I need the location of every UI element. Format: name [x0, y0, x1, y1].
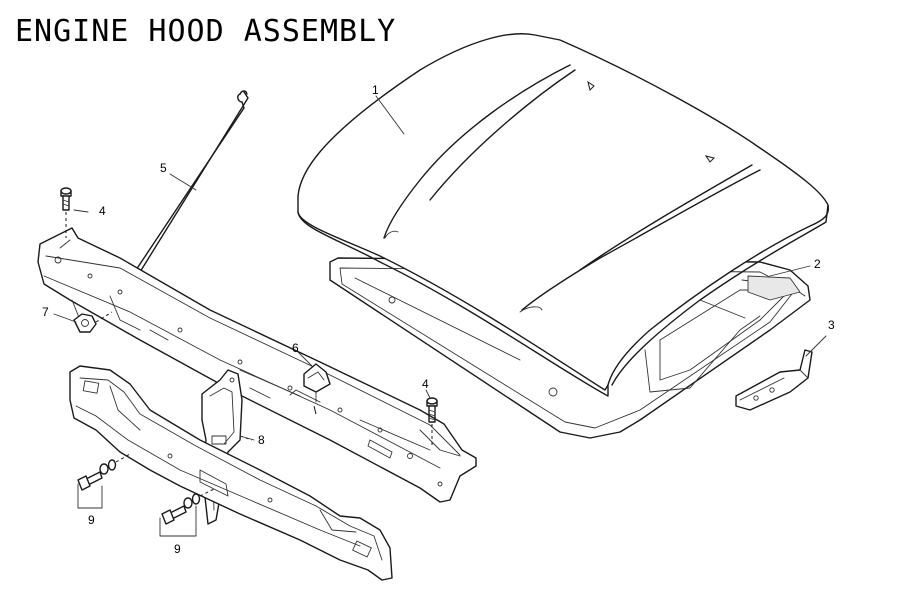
callout-9a: 9 — [88, 513, 95, 527]
lower-crossmember-icon — [69, 365, 393, 581]
upper-crossmember-icon — [37, 227, 477, 503]
leader-lines — [53, 95, 827, 441]
hood-hinge-bracket-icon — [735, 349, 813, 411]
callout-4a: 4 — [99, 204, 106, 218]
nut-icon — [73, 311, 113, 333]
callout-3: 3 — [828, 318, 835, 332]
diagram-title: ENGINE HOOD ASSEMBLY — [15, 14, 397, 49]
callout-8: 8 — [258, 433, 265, 447]
callout-5: 5 — [160, 161, 167, 175]
callout-2: 2 — [814, 257, 821, 271]
hood-latch-clip-icon — [303, 363, 331, 415]
callout-7: 7 — [42, 305, 49, 319]
engine-hood-panel-icon — [297, 33, 830, 439]
bolt-icon — [60, 187, 438, 448]
bolt-and-washer-icon — [77, 453, 217, 537]
callout-4b: 4 — [422, 377, 429, 391]
callout-9b: 9 — [174, 542, 181, 556]
hood-support-rod-icon — [127, 90, 249, 285]
callout-6: 6 — [292, 341, 299, 355]
callout-1: 1 — [372, 83, 379, 97]
